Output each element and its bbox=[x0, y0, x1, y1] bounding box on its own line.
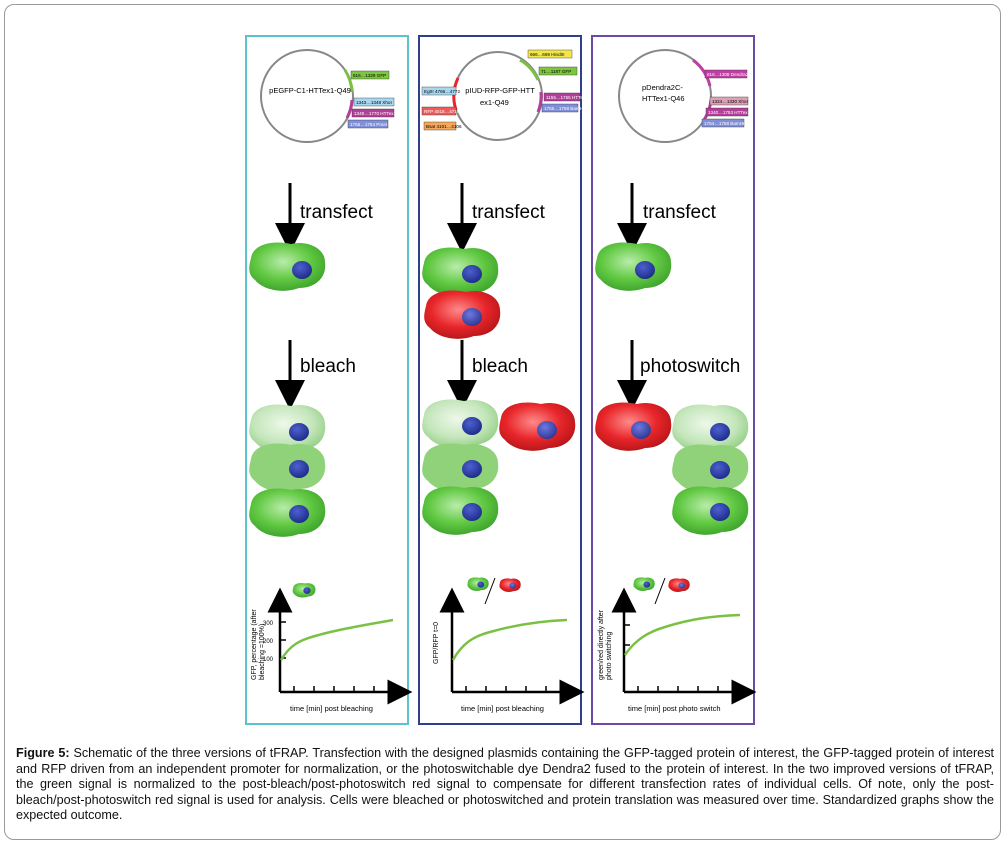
plasmid-map-3: pDendra2C- HTTex1-Q46 616…1308 Dendra2 1… bbox=[618, 49, 751, 143]
panel-2-border bbox=[418, 35, 582, 725]
panel-gfp: pEGFP-C1-HTTex1-Q49 616…1329 GFP 1343…13… bbox=[245, 35, 413, 725]
ratio-slash bbox=[484, 577, 496, 605]
cell-icon bbox=[292, 582, 316, 598]
plasmid-name-2: ex1-Q49 bbox=[480, 98, 509, 107]
cell-green bbox=[422, 486, 499, 535]
plasmid-feature: EgrII 4766…4772 bbox=[424, 89, 460, 94]
recovery-curve bbox=[279, 618, 394, 661]
plasmid-map-2: pIUD-RFP-GFP-HTT ex1-Q49 666…669 HindIII… bbox=[421, 49, 588, 141]
panel-3-border bbox=[591, 35, 755, 725]
plasmid-name-1: pEGFP-C1-HTTex1-Q49 bbox=[269, 86, 351, 95]
step-transfect-label: transfect bbox=[300, 202, 374, 223]
panel-rfp-gfp: pIUD-RFP-GFP-HTT ex1-Q49 666…669 HindIII… bbox=[418, 35, 588, 725]
graph-3: green/red directly after photo switching… bbox=[598, 577, 757, 713]
cell-bleached bbox=[422, 399, 499, 448]
y-axis-label: GFP/RFP t=0 bbox=[433, 622, 440, 664]
cell-red bbox=[595, 402, 672, 451]
plasmid-name-3: pDendra2C- bbox=[642, 83, 683, 92]
plasmid-feature: 1155…1755 HTTex1 bbox=[546, 95, 588, 100]
figure-caption: Figure 5: Schematic of the three version… bbox=[16, 746, 994, 824]
x-axis-label: time [min] post bleaching bbox=[290, 704, 373, 713]
cell-icon bbox=[467, 577, 489, 591]
step-bleach-label: bleach bbox=[472, 356, 528, 377]
step-transfect-label: transfect bbox=[472, 202, 546, 223]
cell-green bbox=[595, 242, 672, 291]
tfrap-schematic: pEGFP-C1-HTTex1-Q49 616…1329 GFP 1343…13… bbox=[245, 35, 757, 725]
x-axis-label: time [min] post bleaching bbox=[461, 704, 544, 713]
plasmid-feature: 1755…1754 PmeI bbox=[350, 122, 387, 127]
plasmid-feature: 1343…1348 XhoI bbox=[356, 100, 392, 105]
recovery-curve bbox=[623, 613, 741, 656]
recovery-curve bbox=[451, 618, 568, 661]
plasmid-feature: BsaI 4101…4106 bbox=[426, 124, 462, 129]
graph-1: 300 200 100 GFP, percentage (after bleac… bbox=[251, 582, 413, 713]
cell-icon-red bbox=[499, 578, 521, 592]
plasmid-feature: 1324…1330 XhoI bbox=[712, 99, 748, 104]
y-axis-label: bleaching =100%) bbox=[259, 624, 266, 680]
cell-recovering bbox=[249, 443, 326, 492]
plasmid-feature: 1754…1758 BamHI bbox=[704, 121, 744, 126]
panel-dendra2: pDendra2C- HTTex1-Q46 616…1308 Dendra2 1… bbox=[591, 35, 757, 725]
plasmid-feature: 1340…1753 HTTex1 bbox=[708, 110, 751, 115]
caption-text: Schematic of the three versions of tFRAP… bbox=[16, 746, 994, 823]
plasmid-feature: 71…1187 GFP bbox=[541, 69, 571, 74]
panel-1-border bbox=[245, 35, 409, 725]
y-axis-label: GFP, percentage (after bbox=[251, 609, 258, 680]
figure-frame bbox=[4, 4, 1001, 840]
plasmid-name-2: pIUD-RFP-GFP-HTT bbox=[465, 86, 535, 95]
step-photoswitch-label: photoswitch bbox=[640, 356, 740, 377]
plasmid-feature: 616…1329 GFP bbox=[353, 73, 386, 78]
cell-green bbox=[249, 242, 326, 291]
graph-2: GFP/RFP t=0 time [min] post bleaching bbox=[433, 577, 585, 713]
cell-green bbox=[249, 488, 326, 537]
plasmid-feature: 616…1308 Dendra2 bbox=[707, 72, 749, 77]
plasmid-feature: RFP 4016…4719 bbox=[424, 109, 460, 114]
cell-green bbox=[672, 486, 749, 535]
plasmid-feature: 666…669 HindIII bbox=[530, 52, 564, 57]
y-axis-label: green/red directly after bbox=[598, 609, 605, 680]
plasmid-map-1: pEGFP-C1-HTTex1-Q49 616…1329 GFP 1343…13… bbox=[260, 49, 397, 143]
step-transfect-label: transfect bbox=[643, 202, 717, 223]
caption-label: Figure 5: bbox=[16, 746, 70, 760]
cell-recovering bbox=[672, 444, 749, 493]
cell-green bbox=[422, 247, 499, 296]
plasmid-feature: 1349…1770 HTTex1 bbox=[354, 111, 397, 116]
y-tick-label: 300 bbox=[263, 621, 274, 627]
cell-recovering bbox=[422, 443, 499, 492]
cell-icon bbox=[633, 577, 655, 591]
y-tick-label: 100 bbox=[263, 657, 274, 663]
plasmid-name-3: HTTex1-Q46 bbox=[642, 94, 685, 103]
step-bleach-label: bleach bbox=[300, 356, 356, 377]
y-axis-label: photo switching bbox=[606, 632, 613, 680]
ratio-slash bbox=[654, 577, 666, 605]
x-axis-label: time [min] post photo switch bbox=[628, 704, 721, 713]
cell-red bbox=[499, 402, 576, 451]
cell-bleached bbox=[249, 404, 326, 453]
cell-red bbox=[424, 290, 501, 339]
cell-bleached bbox=[672, 404, 749, 453]
plasmid-feature: 1755…1758 BamHI bbox=[544, 106, 584, 111]
cell-icon-red bbox=[668, 578, 690, 592]
y-tick-label: 200 bbox=[263, 639, 274, 645]
